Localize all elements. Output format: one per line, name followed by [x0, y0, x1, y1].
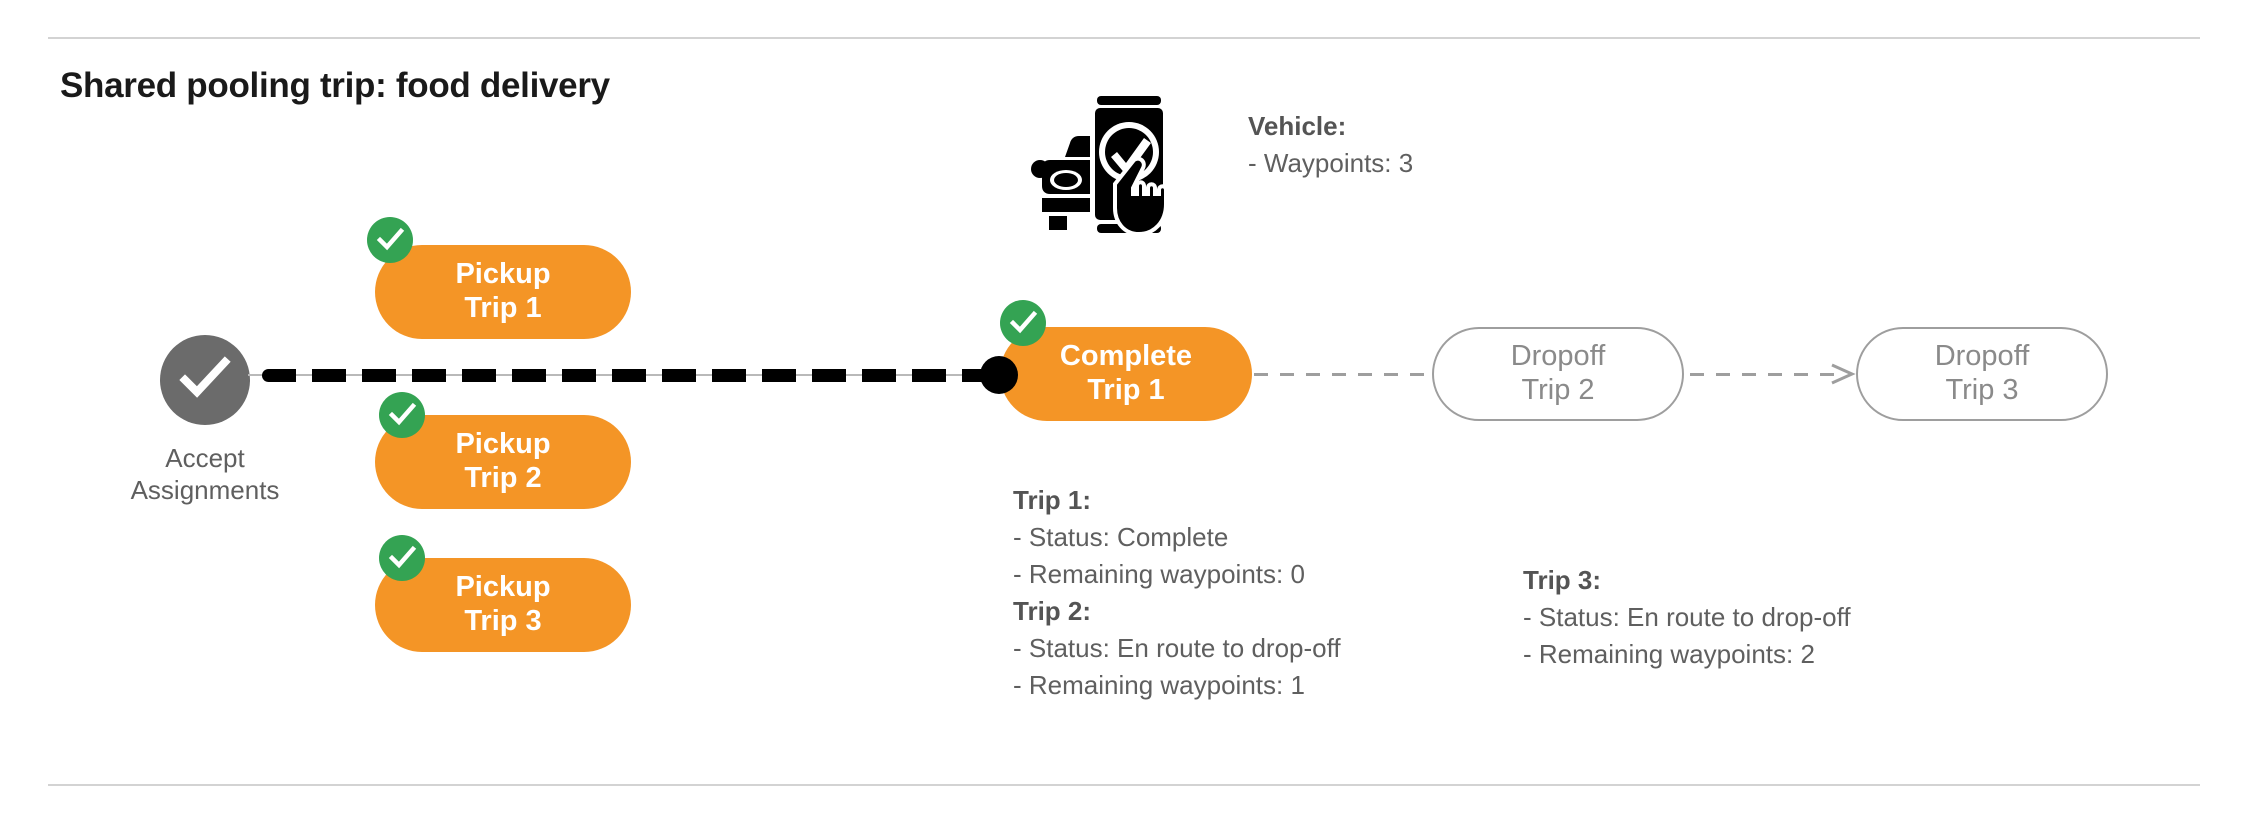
pickup-trip-1-pill[interactable]: Pickup Trip 1	[375, 245, 631, 339]
accept-label-line2: Assignments	[130, 474, 280, 505]
trip-details-right: Trip 3: - Status: En route to drop-off -…	[1523, 562, 1851, 673]
accept-label-line1: Accept	[165, 443, 245, 473]
pickup-trip-1-line2: Trip 1	[464, 292, 542, 324]
pickup-trip-3-line1: Pickup	[455, 571, 551, 604]
dropoff-trip-3-line1: Dropoff	[1934, 340, 2030, 373]
accept-assignments-label: Accept Assignments	[95, 443, 315, 507]
arrow-head-icon	[1830, 363, 1856, 385]
trip-1-status: - Status: Complete	[1013, 521, 1229, 552]
vehicle-info-waypoints: - Waypoints: 3	[1248, 147, 1414, 178]
pickup-trip-2-line1: Pickup	[455, 428, 551, 461]
trip-3-waypoints: - Remaining waypoints: 2	[1523, 638, 1815, 669]
pickup-trip-1-check-badge-icon	[367, 217, 413, 263]
connector-complete-to-dropoff2	[1254, 373, 1432, 376]
connector-dropoff2-to-dropoff3	[1690, 373, 1838, 376]
divider-bottom	[48, 784, 2200, 786]
pickup-trip-1-line1: Pickup	[455, 258, 551, 291]
complete-trip-1-pill[interactable]: Complete Trip 1	[1000, 327, 1252, 421]
dropoff-trip-3-line2: Trip 3	[1945, 374, 2019, 406]
trip-3-status: - Status: En route to drop-off	[1523, 601, 1851, 632]
pickup-trip-3-check-badge-icon	[379, 535, 425, 581]
vehicle-phone-check-icon	[1030, 88, 1190, 240]
pickup-trip-2-pill[interactable]: Pickup Trip 2	[375, 415, 631, 509]
dropoff-trip-2-line2: Trip 2	[1521, 374, 1595, 406]
pickup-trip-3-line2: Trip 3	[464, 605, 542, 637]
trip-1-waypoints: - Remaining waypoints: 0	[1013, 558, 1305, 589]
trip-2-waypoints: - Remaining waypoints: 1	[1013, 669, 1305, 700]
dropoff-trip-2-line1: Dropoff	[1510, 340, 1606, 373]
dropoff-trip-3-pill[interactable]: Dropoff Trip 3	[1856, 327, 2108, 421]
vehicle-info-header: Vehicle:	[1248, 111, 1347, 141]
page-title: Shared pooling trip: food delivery	[60, 66, 610, 105]
trip-3-header: Trip 3:	[1523, 565, 1602, 595]
check-circle-icon	[177, 352, 233, 408]
complete-trip-1-line2: Trip 1	[1087, 374, 1165, 406]
trip-details-left: Trip 1: - Status: Complete - Remaining w…	[1013, 482, 1341, 703]
pickup-trip-2-check-badge-icon	[379, 392, 425, 438]
trip-2-status: - Status: En route to drop-off	[1013, 632, 1341, 663]
connector-accept-to-complete	[262, 369, 1004, 382]
trip-1-header: Trip 1:	[1013, 485, 1092, 515]
vehicle-info: Vehicle: - Waypoints: 3	[1248, 108, 1413, 182]
divider-top	[48, 37, 2200, 39]
waypoint-node-dot	[980, 356, 1018, 394]
trip-2-header: Trip 2:	[1013, 595, 1092, 626]
complete-trip-1-check-badge-icon	[1000, 300, 1046, 346]
dropoff-trip-2-pill[interactable]: Dropoff Trip 2	[1432, 327, 1684, 421]
complete-trip-1-line1: Complete	[1059, 340, 1193, 373]
pickup-trip-2-line2: Trip 2	[464, 462, 542, 494]
accept-assignments-node[interactable]	[160, 335, 250, 425]
